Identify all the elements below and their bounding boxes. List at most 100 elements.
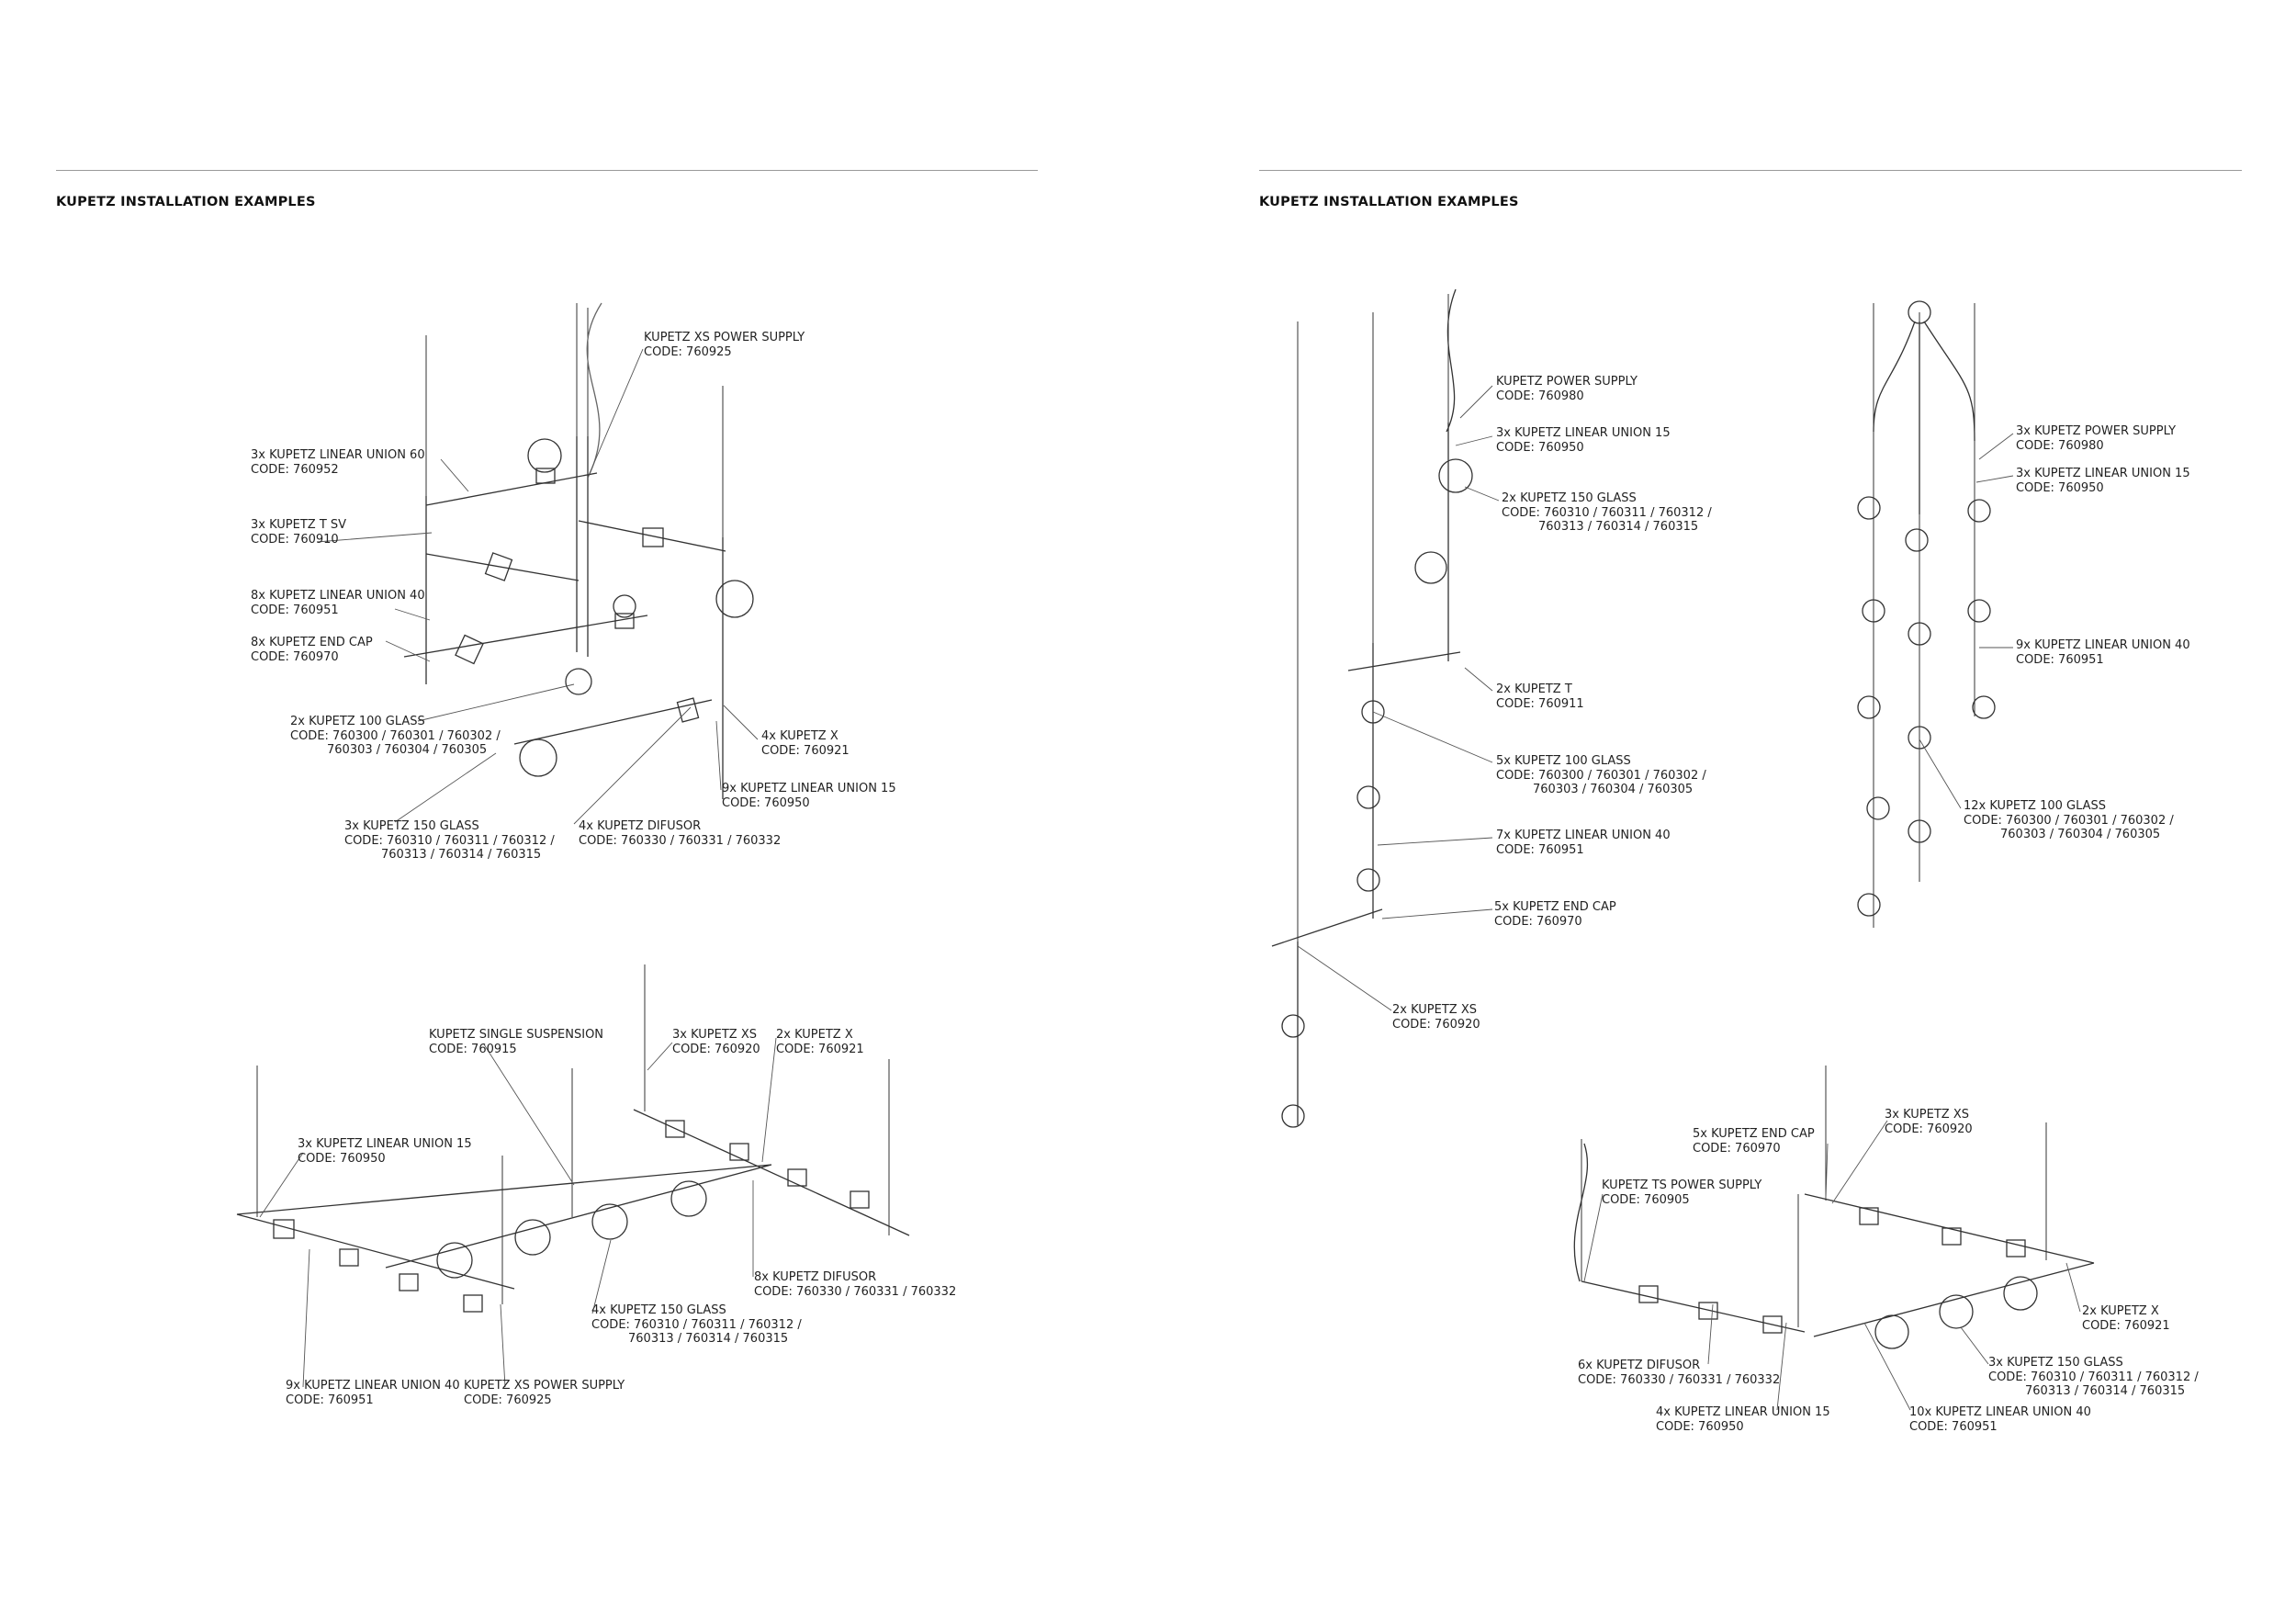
component-code: CODE: 760310 / 760311 / 760312 /: [1988, 1370, 2199, 1384]
component-name: 4x KUPETZ LINEAR UNION 15: [1656, 1405, 1830, 1419]
component-name: KUPETZ TS POWER SUPPLY: [1602, 1179, 1762, 1192]
component-code: CODE: 760970: [1494, 914, 1582, 929]
page-divider-left: [56, 170, 1038, 171]
component-name: 8x KUPETZ END CAP: [251, 636, 373, 649]
page-heading-left: KUPETZ INSTALLATION EXAMPLES: [56, 195, 316, 209]
component-name: 5x KUPETZ END CAP: [1494, 900, 1616, 914]
component-code: CODE: 760920: [1392, 1017, 1480, 1032]
component-code: 760313 / 760314 / 760315: [2025, 1384, 2186, 1398]
component-name: 2x KUPETZ T: [1496, 682, 1572, 696]
drawing-example-4: [1857, 300, 1996, 928]
component-name: 6x KUPETZ DIFUSOR: [1578, 1359, 1701, 1372]
component-name: 2x KUPETZ X: [776, 1028, 853, 1042]
component-name: 8x KUPETZ DIFUSOR: [754, 1270, 877, 1284]
component-code: CODE: 760920: [1885, 1122, 1973, 1136]
component-code: CODE: 760300 / 760301 / 760302 /: [1496, 768, 1706, 783]
component-code: CODE: 760950: [2016, 480, 2104, 495]
component-name: 7x KUPETZ LINEAR UNION 40: [1496, 829, 1671, 842]
component-code: CODE: 760951: [286, 1393, 374, 1407]
component-name: 3x KUPETZ LINEAR UNION 60: [251, 448, 425, 462]
component-name: 5x KUPETZ END CAP: [1693, 1127, 1815, 1141]
component-name: 3x KUPETZ LINEAR UNION 15: [2016, 467, 2190, 480]
component-code: CODE: 760911: [1496, 696, 1584, 711]
component-name: 3x KUPETZ T SV: [251, 518, 347, 532]
component-code: CODE: 760952: [251, 462, 339, 477]
component-code: CODE: 760951: [2016, 652, 2104, 667]
component-code: CODE: 760980: [2016, 438, 2104, 453]
component-code: CODE: 760925: [644, 344, 732, 359]
component-name: 4x KUPETZ DIFUSOR: [579, 819, 702, 833]
component-name: 2x KUPETZ XS: [1392, 1003, 1477, 1017]
component-code: CODE: 760951: [1496, 842, 1584, 857]
component-name: 2x KUPETZ 150 GLASS: [1502, 491, 1637, 505]
component-name: 8x KUPETZ LINEAR UNION 40: [251, 589, 425, 603]
component-code: CODE: 760950: [298, 1151, 386, 1166]
component-name: 3x KUPETZ LINEAR UNION 15: [1496, 426, 1671, 440]
component-code: 760303 / 760304 / 760305: [1533, 783, 1694, 796]
component-name: KUPETZ XS POWER SUPPLY: [644, 331, 805, 344]
component-name: 9x KUPETZ LINEAR UNION 40: [286, 1379, 460, 1393]
component-name: 4x KUPETZ 150 GLASS: [591, 1303, 726, 1317]
component-code: 760313 / 760314 / 760315: [381, 848, 542, 862]
component-name: 3x KUPETZ XS: [672, 1028, 757, 1042]
drawing-example-3: [1271, 288, 1473, 1128]
component-name: 9x KUPETZ LINEAR UNION 15: [722, 782, 896, 795]
component-name: 3x KUPETZ LINEAR UNION 15: [298, 1137, 472, 1151]
component-code: CODE: 760921: [776, 1042, 864, 1056]
component-code: CODE: 760920: [672, 1042, 760, 1056]
component-code: 760303 / 760304 / 760305: [2000, 828, 2161, 841]
component-code: CODE: 760310 / 760311 / 760312 /: [1502, 505, 1712, 520]
component-code: CODE: 760970: [1693, 1141, 1781, 1156]
component-name: 9x KUPETZ LINEAR UNION 40: [2016, 638, 2190, 652]
component-name: 2x KUPETZ 100 GLASS: [290, 715, 425, 728]
component-code: CODE: 760300 / 760301 / 760302 /: [1964, 813, 2174, 828]
component-code: CODE: 760310 / 760311 / 760312 /: [591, 1317, 802, 1332]
component-code: CODE: 760921: [2082, 1318, 2170, 1333]
component-code: CODE: 760950: [722, 795, 810, 810]
component-name: 2x KUPETZ X: [2082, 1304, 2159, 1318]
component-code: CODE: 760970: [251, 649, 339, 664]
component-name: 4x KUPETZ X: [761, 729, 838, 743]
component-code: CODE: 760950: [1496, 440, 1584, 455]
component-code: CODE: 760951: [251, 603, 339, 617]
component-name: 10x KUPETZ LINEAR UNION 40: [1909, 1405, 2091, 1419]
page-divider-right: [1259, 170, 2242, 171]
component-name: 3x KUPETZ XS: [1885, 1108, 1969, 1122]
component-name: KUPETZ POWER SUPPLY: [1496, 375, 1638, 389]
component-name: KUPETZ XS POWER SUPPLY: [464, 1379, 625, 1393]
component-code: CODE: 760951: [1909, 1419, 1998, 1434]
component-code: 760313 / 760314 / 760315: [628, 1332, 789, 1346]
